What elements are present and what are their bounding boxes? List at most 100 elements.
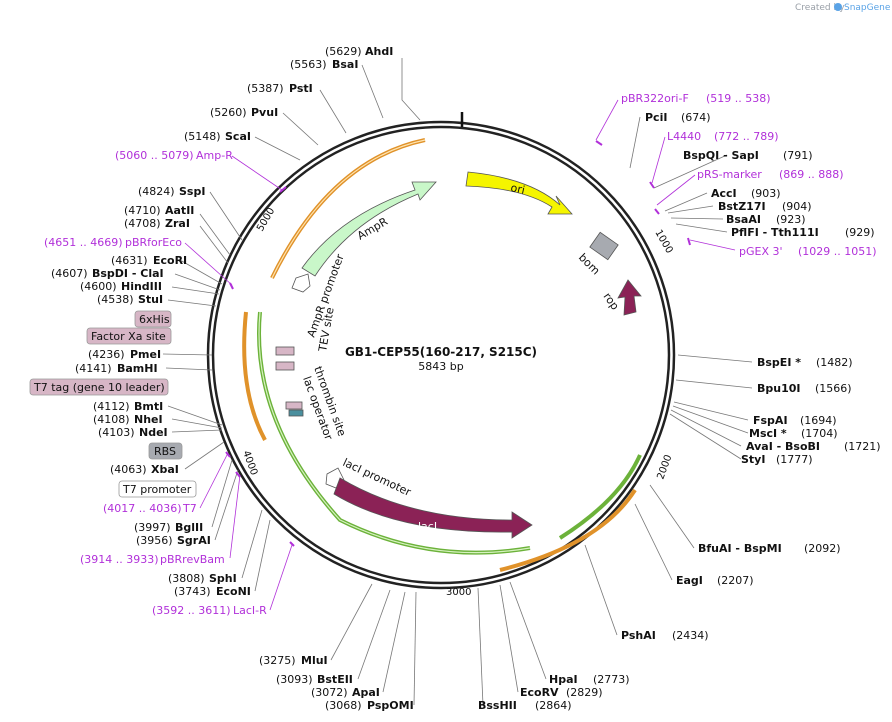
site-label[interactable]: BfuAI - BspMI <box>698 542 782 555</box>
feature-ampr[interactable]: AmpR <box>301 181 437 277</box>
site-label[interactable]: PflFI - Tth111I <box>731 226 819 239</box>
primer-name[interactable]: pBRforEco <box>125 236 182 249</box>
site-label[interactable]: EcoRI <box>153 254 187 267</box>
primer-markers <box>225 140 691 547</box>
site-label[interactable]: BspQI - SapI <box>683 149 759 162</box>
site-pos: (1704) <box>801 427 838 440</box>
site-label[interactable]: BsaI <box>332 58 358 71</box>
feature-rop[interactable]: rop <box>601 279 642 316</box>
feature-laci-label: lacI <box>418 520 437 533</box>
site-pos: (3743) <box>174 585 211 598</box>
site-label[interactable]: EagI <box>676 574 703 587</box>
feature-ori[interactable]: ori <box>465 171 573 215</box>
site-label[interactable]: BspEI * <box>757 356 801 369</box>
site-label[interactable]: PspOMI <box>367 699 414 712</box>
primer-name[interactable]: L4440 <box>667 130 701 143</box>
site-pos: (5387) <box>247 82 284 95</box>
primer-name[interactable]: T7 <box>182 502 197 515</box>
site-label[interactable]: ZraI <box>165 217 190 230</box>
site-label[interactable]: StyI <box>741 453 765 466</box>
tick-4000: 4000 <box>240 449 259 477</box>
site-label[interactable]: AccI <box>711 187 737 200</box>
brand-name: SnapGene <box>844 3 891 13</box>
site-label[interactable]: SgrAI <box>177 534 211 547</box>
boxed-factor-xa[interactable]: Factor Xa site <box>86 327 172 345</box>
site-label[interactable]: PciI <box>645 111 667 124</box>
site-label[interactable]: PvuI <box>251 106 278 119</box>
site-label[interactable]: MluI <box>301 654 328 667</box>
boxed-t7-tag[interactable]: T7 tag (gene 10 leader) <box>29 378 169 396</box>
site-label[interactable]: FspAI <box>753 414 788 427</box>
site-pos: (5148) <box>184 130 221 143</box>
site-label[interactable]: HpaI <box>549 673 578 686</box>
site-pos: (4103) <box>98 426 135 439</box>
plasmid-length: 5843 bp <box>418 360 463 373</box>
site-label[interactable]: BamHI <box>117 362 158 375</box>
boxed-6xhis-label: 6xHis <box>139 313 170 326</box>
site-label[interactable]: BsaAI <box>726 213 761 226</box>
site-label[interactable]: BglII <box>175 521 203 534</box>
plasmid-name: GB1-CEP55(160-217, S215C) <box>345 345 537 359</box>
site-label[interactable]: Bpu10I <box>757 382 801 395</box>
site-label[interactable]: BstZ17I <box>718 200 766 213</box>
site-pos: (4600) <box>80 280 117 293</box>
primer-name[interactable]: pBR322ori-F <box>621 92 689 105</box>
site-pos: (3093) <box>276 673 313 686</box>
snapgene-logo-icon <box>834 3 842 11</box>
site-label[interactable]: NheI <box>134 413 163 426</box>
site-label[interactable]: XbaI <box>151 463 179 476</box>
site-pos: (2207) <box>717 574 754 587</box>
site-pos: (2864) <box>535 699 572 712</box>
tick-3000: 3000 <box>446 587 471 598</box>
primer-leaders <box>184 99 736 611</box>
site-label[interactable]: BssHII <box>478 699 517 712</box>
site-pos: (674) <box>681 111 711 124</box>
site-label[interactable]: SspI <box>179 185 205 198</box>
site-pos: (923) <box>776 213 806 226</box>
site-label[interactable]: PmeI <box>130 348 161 361</box>
primer-name[interactable]: pGEX 3' <box>739 245 783 258</box>
primer-name[interactable]: Amp-R <box>196 149 233 162</box>
site-leaders <box>162 58 753 706</box>
primer-name[interactable]: pBRrevBam <box>160 553 225 566</box>
site-pos: (4607) <box>51 267 88 280</box>
site-label[interactable]: BspDI - ClaI <box>92 267 164 280</box>
site-label[interactable]: AhdI <box>365 45 393 58</box>
site-label[interactable]: HindIII <box>121 280 162 293</box>
site-label[interactable]: AvaI - BsoBI <box>746 440 820 453</box>
primer-name[interactable]: LacI-R <box>233 604 267 617</box>
primer-labels: pBR322ori-F (519 .. 538) L4440 (772 .. 7… <box>44 92 877 617</box>
site-pos: (3808) <box>168 572 205 585</box>
boxed-rbs[interactable]: RBS <box>148 442 183 460</box>
site-pos: (3072) <box>311 686 348 699</box>
feature-ori-label: ori <box>509 181 526 197</box>
site-label[interactable]: PstI <box>289 82 313 95</box>
site-label[interactable]: ApaI <box>352 686 380 699</box>
feature-bom[interactable]: bom <box>576 231 619 277</box>
site-pos: (4631) <box>111 254 148 267</box>
site-label[interactable]: NdeI <box>139 426 168 439</box>
brand-prefix: Created by <box>795 3 845 13</box>
site-label[interactable]: ScaI <box>225 130 251 143</box>
site-label[interactable]: BstEII <box>317 673 353 686</box>
site-label[interactable]: SphI <box>209 572 237 585</box>
feature-thrombin-lac[interactable]: thrombin site lac operator <box>285 365 349 443</box>
site-pos: (2434) <box>672 629 709 642</box>
site-label[interactable]: PshAI <box>621 629 656 642</box>
primer-range: (4017 .. 4036) <box>103 502 182 515</box>
site-label[interactable]: MscI * <box>749 427 787 440</box>
boxed-t7-promoter[interactable]: T7 promoter <box>118 480 197 498</box>
site-label[interactable]: BmtI <box>134 400 163 413</box>
site-pos: (4708) <box>124 217 161 230</box>
boxed-6xhis[interactable]: 6xHis <box>134 310 172 328</box>
tick-2000: 2000 <box>655 453 674 481</box>
site-label[interactable]: EcoRV <box>520 686 559 699</box>
tick-1000: 1000 <box>652 228 674 256</box>
primer-name[interactable]: pRS-marker <box>697 168 762 181</box>
site-label[interactable]: AatII <box>165 204 194 217</box>
site-pos: (3956) <box>136 534 173 547</box>
site-label[interactable]: StuI <box>138 293 163 306</box>
feature-tev-site[interactable]: TEV site <box>275 306 337 371</box>
site-label[interactable]: EcoNI <box>216 585 251 598</box>
feature-laci[interactable]: lacI <box>333 477 533 539</box>
